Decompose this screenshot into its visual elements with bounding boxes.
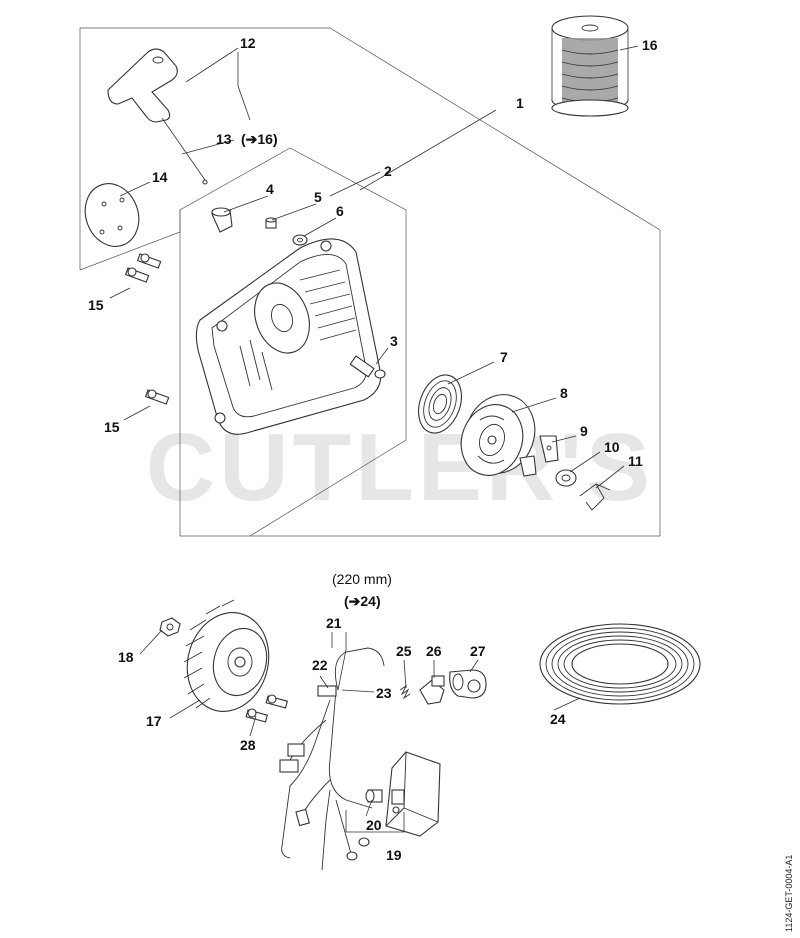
grommet-part[interactable] [211,207,233,233]
ref-24: (➔24) [344,593,381,609]
label-13: 13 [216,131,232,147]
pawl-part[interactable] [519,455,537,477]
label-21: 21 [326,615,342,631]
screw-part[interactable] [144,389,170,405]
label-26: 26 [426,643,442,659]
label-17: 17 [146,713,162,729]
rope-rotor-part[interactable] [451,385,545,484]
label-12: 12 [240,35,256,51]
label-3: 3 [390,333,398,349]
rewind-spring-part[interactable] [411,369,469,439]
document-code: 1124-GET-0004-A1 [784,855,794,932]
ignition-module-part[interactable] [385,751,441,837]
label-15: 15 [88,297,104,313]
pawl-part[interactable] [539,435,559,463]
spindle-part[interactable] [349,355,386,379]
spring-clip-part[interactable] [579,483,611,511]
watermark: CUTLER'S [146,414,654,521]
label-6: 6 [336,203,344,219]
label-10: 10 [604,439,620,455]
screw-part[interactable] [265,694,288,709]
label-25: 25 [396,643,412,659]
nut-part[interactable] [159,617,181,637]
pin-part[interactable] [265,217,277,229]
label-7: 7 [500,349,508,365]
cover-disc-part[interactable] [77,176,148,254]
label-15-lower: 15 [104,419,120,435]
screw-part[interactable] [124,267,150,283]
rope-spool-part[interactable] [551,15,629,117]
label-18: 18 [118,649,134,665]
group-outline-1 [79,27,661,537]
label-19: 19 [386,847,402,863]
screw-part[interactable] [245,708,268,723]
washer-part[interactable] [292,234,308,246]
label-27: 27 [470,643,486,659]
spark-plug-boot-part[interactable] [449,669,487,699]
label-23: 23 [376,685,392,701]
label-1: 1 [516,95,524,111]
label-16: 16 [642,37,658,53]
label-20: 20 [366,817,382,833]
ref-16: (➔16) [241,131,278,147]
label-24: 24 [550,711,566,727]
label-11: 11 [628,453,643,469]
label-28: 28 [240,737,256,753]
label-9: 9 [580,423,588,439]
starter-grip-part[interactable] [107,48,208,185]
leader-lines [109,45,639,833]
flywheel-part[interactable] [176,599,279,721]
label-22: 22 [312,657,328,673]
ignition-wiring-part[interactable] [279,647,385,871]
spring-part[interactable] [399,684,411,700]
wire-length: (220 mm) [332,571,392,587]
label-8: 8 [560,385,568,401]
washer-part[interactable] [555,469,577,487]
elbow-connector-part[interactable] [419,675,445,705]
wire-coil-part[interactable] [539,623,701,705]
fan-housing-part[interactable] [195,238,382,435]
label-2: 2 [384,163,392,179]
plug-part[interactable] [365,789,383,803]
label-5: 5 [314,189,322,205]
label-14: 14 [152,169,168,185]
screw-part[interactable] [136,253,162,269]
label-4: 4 [266,181,274,197]
